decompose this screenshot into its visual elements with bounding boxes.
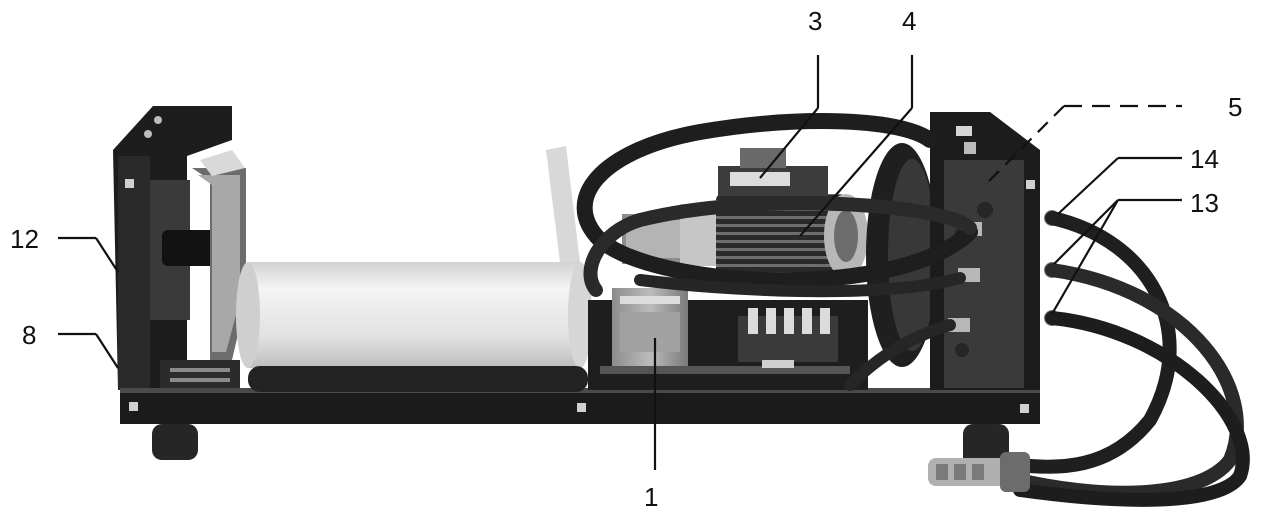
motor-label <box>730 172 790 186</box>
bolt-icon <box>1020 404 1029 413</box>
callout-1: 1 <box>644 482 658 512</box>
callout-8: 8 <box>22 320 36 350</box>
screw-icon <box>144 130 152 138</box>
bolt-icon <box>577 403 586 412</box>
bolt-icon <box>129 402 138 411</box>
callout-labels: 1 3 4 5 14 13 12 8 <box>10 6 1242 512</box>
screw-icon <box>154 116 162 124</box>
callout-13: 13 <box>1190 188 1219 218</box>
circuit-board <box>588 288 868 390</box>
bolt-icon <box>964 142 976 154</box>
left-frame <box>113 106 246 390</box>
callout-3: 3 <box>808 6 822 36</box>
leader-lines <box>58 55 1182 470</box>
callout-5: 5 <box>1228 92 1242 122</box>
callout-4: 4 <box>902 6 916 36</box>
bolt-icon <box>1026 180 1035 189</box>
callout-12: 12 <box>10 224 39 254</box>
base-rail <box>120 388 1040 424</box>
hoses <box>576 113 1250 507</box>
cylinder <box>236 146 592 392</box>
callout-14: 14 <box>1190 144 1219 174</box>
feet <box>152 424 1009 470</box>
bolt-icon <box>125 179 134 188</box>
right-frame <box>930 112 1060 390</box>
